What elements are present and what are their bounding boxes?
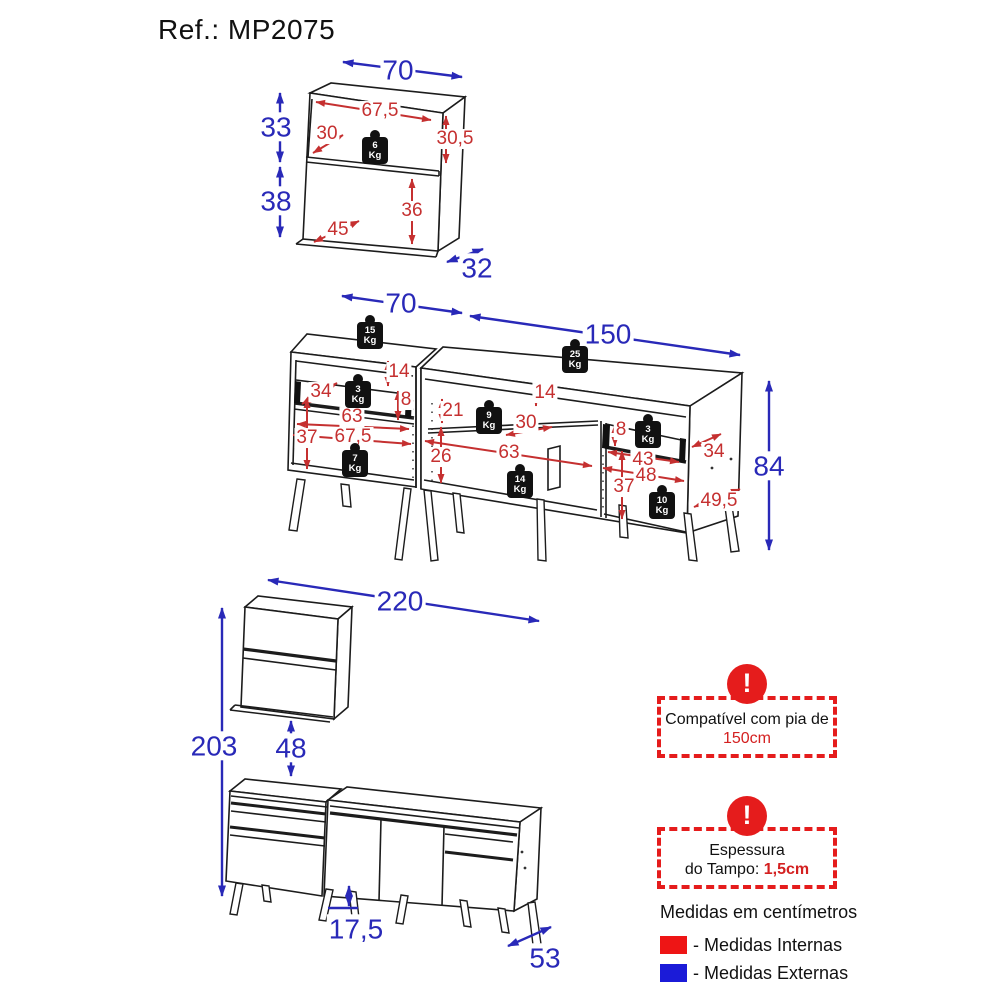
dim-sb-left-height: 37 [294,427,320,449]
dim-sb-center-lower: 26 [428,446,454,468]
weight-knob [350,443,360,453]
dim-wc-height-open: 36 [399,200,425,222]
legend-heading: Medidas em centímetros [660,902,858,922]
kitchen-set-drawing [225,595,544,946]
dim-sb-left-fullwidth: 67,5 [332,426,374,448]
weight-knob [515,464,525,474]
dim-sb-left-drawer: 8 [398,389,414,411]
dim-sb-center-width: 63 [496,442,522,464]
dim-ks-width: 220 [374,585,426,617]
badge-countertop-thickness: Espessura do Tampo: 1,5cm [657,827,837,889]
legend-external-swatch [660,964,687,982]
dim-sb-right-drawer: 8 [613,419,629,441]
legend-internal-label: - Medidas Internas [693,935,843,955]
weight-knob [657,485,667,495]
dim-sb-left-gap: 14 [386,361,412,383]
page-title: Ref.: MP2075 [158,14,336,45]
legend-internal-swatch [660,936,687,954]
dim-wc-height-bottom: 38 [258,185,294,217]
dim-wc-width-ext: 70 [380,54,416,86]
dim-wc-depth-ext: 32 [459,252,495,284]
legend-external-label: - Medidas Externas [693,963,849,983]
dim-wc-height-top: 33 [258,111,294,143]
badge-text: do Tampo: 1,5cm [684,861,810,878]
alert-icon: ! [727,664,767,704]
weight-knob [365,315,375,325]
weight-knob [370,130,380,140]
dim-sb-right-depth: 34 [701,441,727,463]
badge-text: Compatível com pia de [665,711,829,728]
dim-wc-height-right: 30,5 [434,128,476,150]
dim-sb-center-shelf: 21 [440,400,466,422]
badge-text: Espessura [709,842,785,859]
dim-ks-height: 203 [188,730,240,762]
dim-ks-depth: 53 [527,942,563,974]
weight-knob [643,414,653,424]
dim-ks-leg-height: 17,5 [326,913,386,945]
dim-sb-right-fullwidth: 48 [633,465,659,487]
weight-knob [484,400,494,410]
dim-sb-right-width: 43 [630,449,656,471]
dim-sb-center-gap: 14 [532,382,558,404]
dim-ks-gap: 48 [273,732,309,764]
dim-sb-width-right: 150 [582,318,634,350]
dim-sb-left-depth: 34 [308,381,334,403]
dim-wc-diag: 45 [325,219,351,241]
alert-icon: ! [727,796,767,836]
dim-sb-left-width: 63 [339,406,365,428]
dim-sb-center-depth: 30 [513,412,539,434]
dim-sb-width-left: 70 [383,287,419,319]
weight-knob [353,374,363,384]
badge-highlight: 150cm [722,730,772,747]
dim-wc-depth-int: 30 [314,123,340,145]
dim-sb-right-diag: 49,5 [698,490,740,512]
dim-sb-height: 84 [751,450,787,482]
badge-sink-compatibility: Compatível com pia de 150cm [657,696,837,758]
dim-sb-right-height: 37 [611,476,637,498]
dim-wc-width-int: 67,5 [359,100,401,122]
